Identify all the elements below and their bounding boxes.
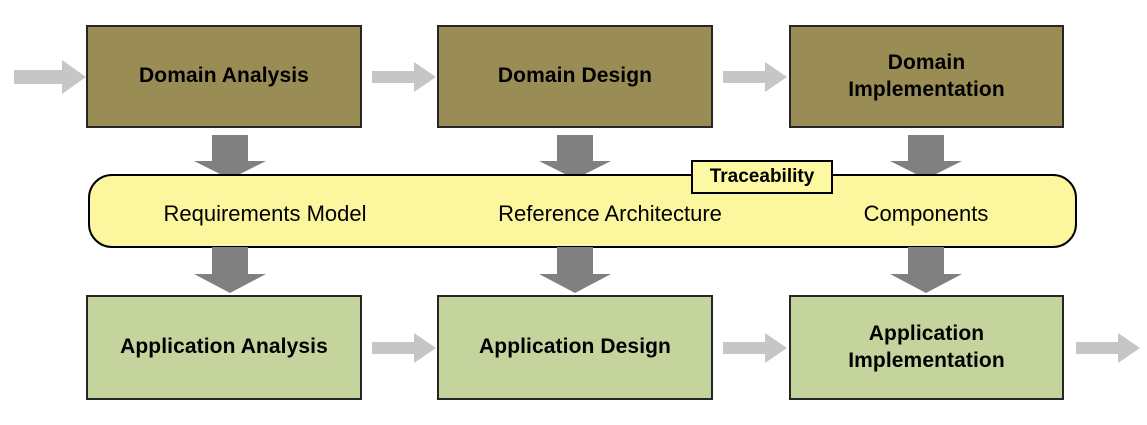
traceability-label: Traceability [709, 166, 815, 187]
box-domain-implementation[interactable]: Domain Implementation [789, 25, 1064, 128]
box-domain-implementation-label: Domain Implementation [848, 50, 1005, 104]
box-domain-implementation-line1: Domain [887, 50, 966, 74]
box-domain-implementation-line2: Implementation [848, 77, 1005, 101]
arrow-domain-analysis-to-requirements-model-icon [194, 135, 266, 179]
box-application-implementation-line1: Application [868, 321, 985, 345]
arrow-domain-design-to-implementation-icon [723, 62, 787, 92]
asset-band [88, 174, 1077, 248]
box-application-design[interactable]: Application Design [437, 295, 713, 400]
box-domain-analysis[interactable]: Domain Analysis [86, 25, 362, 128]
box-application-analysis[interactable]: Application Analysis [86, 295, 362, 400]
arrow-application-design-to-implementation-icon [723, 333, 787, 363]
arrow-reference-architecture-to-application-design-icon [539, 247, 611, 293]
box-domain-analysis-label: Domain Analysis [139, 64, 309, 88]
box-application-implementation-line2: Implementation [848, 348, 1005, 372]
box-application-implementation-label: Application Implementation [848, 321, 1005, 375]
box-domain-design-label: Domain Design [497, 64, 653, 88]
entry-arrow-top-icon [14, 60, 86, 94]
arrow-domain-design-to-reference-architecture-icon [539, 135, 611, 179]
arrow-components-to-application-implementation-icon [890, 247, 962, 293]
box-application-implementation[interactable]: Application Implementation [789, 295, 1064, 400]
box-application-design-label: Application Design [479, 335, 671, 359]
arrow-requirements-model-to-application-analysis-icon [194, 247, 266, 293]
box-application-analysis-label: Application Analysis [120, 335, 328, 359]
arrow-domain-analysis-to-design-icon [372, 62, 436, 92]
asset-label-reference-architecture: Reference Architecture [498, 201, 722, 226]
arrow-domain-implementation-to-components-icon [890, 135, 962, 179]
arrow-application-analysis-to-design-icon [372, 333, 436, 363]
box-domain-design[interactable]: Domain Design [437, 25, 713, 128]
traceability-callout[interactable]: Traceability [691, 160, 833, 194]
exit-arrow-bottom-icon [1076, 333, 1140, 363]
asset-label-requirements-model: Requirements Model [163, 201, 367, 226]
asset-label-components: Components [863, 201, 989, 226]
